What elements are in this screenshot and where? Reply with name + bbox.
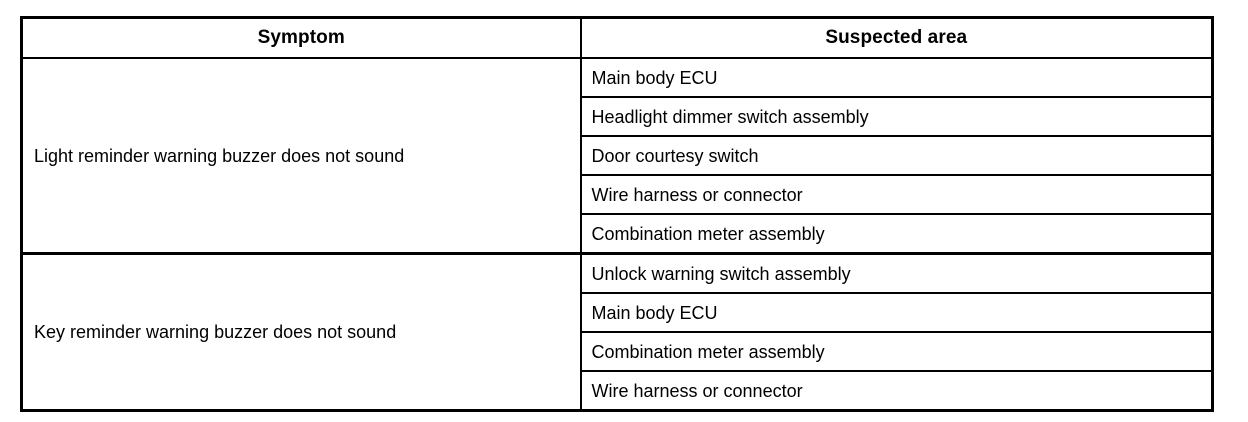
column-header-suspected-area-label: Suspected area (825, 27, 968, 48)
suspected-area-cell: Unlock warning switch assembly (579, 252, 1214, 294)
symptom-text: Key reminder warning buzzer does not sou… (34, 322, 397, 342)
table-row: Key reminder warning buzzer does not sou… (20, 252, 1214, 412)
table-row: Light reminder warning buzzer does not s… (20, 57, 1214, 255)
table-row: Door courtesy switch (22, 135, 1214, 176)
header-row: Symptom Suspected area (20, 16, 1214, 59)
table-row: Combination meter assembly (22, 213, 1214, 255)
diagnostic-symptom-table: Symptom Suspected area Light reminder wa… (20, 16, 1214, 412)
suspected-area-cell: Wire harness or connector (579, 174, 1214, 215)
suspected-area-text: Combination meter assembly (591, 223, 825, 244)
column-header-symptom-label: Symptom (257, 27, 345, 48)
suspected-area-cell: Main body ECU (579, 292, 1214, 333)
suspected-area-text: Main body ECU (591, 302, 718, 323)
column-header-symptom: Symptom (20, 16, 582, 59)
table-row: Combination meter assembly (22, 331, 1214, 372)
suspected-area-cell: Main body ECU (579, 57, 1214, 98)
suspected-area-text: Wire harness or connector (591, 184, 803, 205)
symptom-text: Light reminder warning buzzer does not s… (34, 145, 405, 166)
symptom-cell-group-1: Light reminder warning buzzer does not s… (20, 57, 582, 255)
suspected-area-text: Door courtesy switch (591, 145, 759, 166)
table-header: Symptom Suspected area (20, 16, 1214, 59)
suspected-area-text: Headlight dimmer switch assembly (591, 106, 869, 127)
table-row: Main body ECU (22, 292, 1214, 333)
suspected-area-cell: Wire harness or connector (579, 370, 1214, 412)
table-body: Light reminder warning buzzer does not s… (20, 57, 1214, 412)
suspected-area-text: Main body ECU (591, 67, 718, 88)
suspected-area-cell: Combination meter assembly (579, 331, 1214, 372)
suspected-area-text: Unlock warning switch assembly (591, 263, 851, 284)
suspected-area-cell: Door courtesy switch (579, 135, 1214, 176)
symptom-cell-group-2: Key reminder warning buzzer does not sou… (20, 252, 582, 412)
suspected-area-cell: Headlight dimmer switch assembly (579, 96, 1214, 137)
suspected-area-cell: Combination meter assembly (579, 213, 1214, 255)
suspected-area-text: Combination meter assembly (591, 341, 825, 362)
table-row: Wire harness or connector (22, 174, 1214, 215)
table-row: Wire harness or connector (22, 370, 1214, 412)
table-row: Headlight dimmer switch assembly (22, 96, 1214, 137)
suspected-area-text: Wire harness or connector (591, 380, 803, 401)
column-header-suspected-area: Suspected area (579, 16, 1214, 59)
